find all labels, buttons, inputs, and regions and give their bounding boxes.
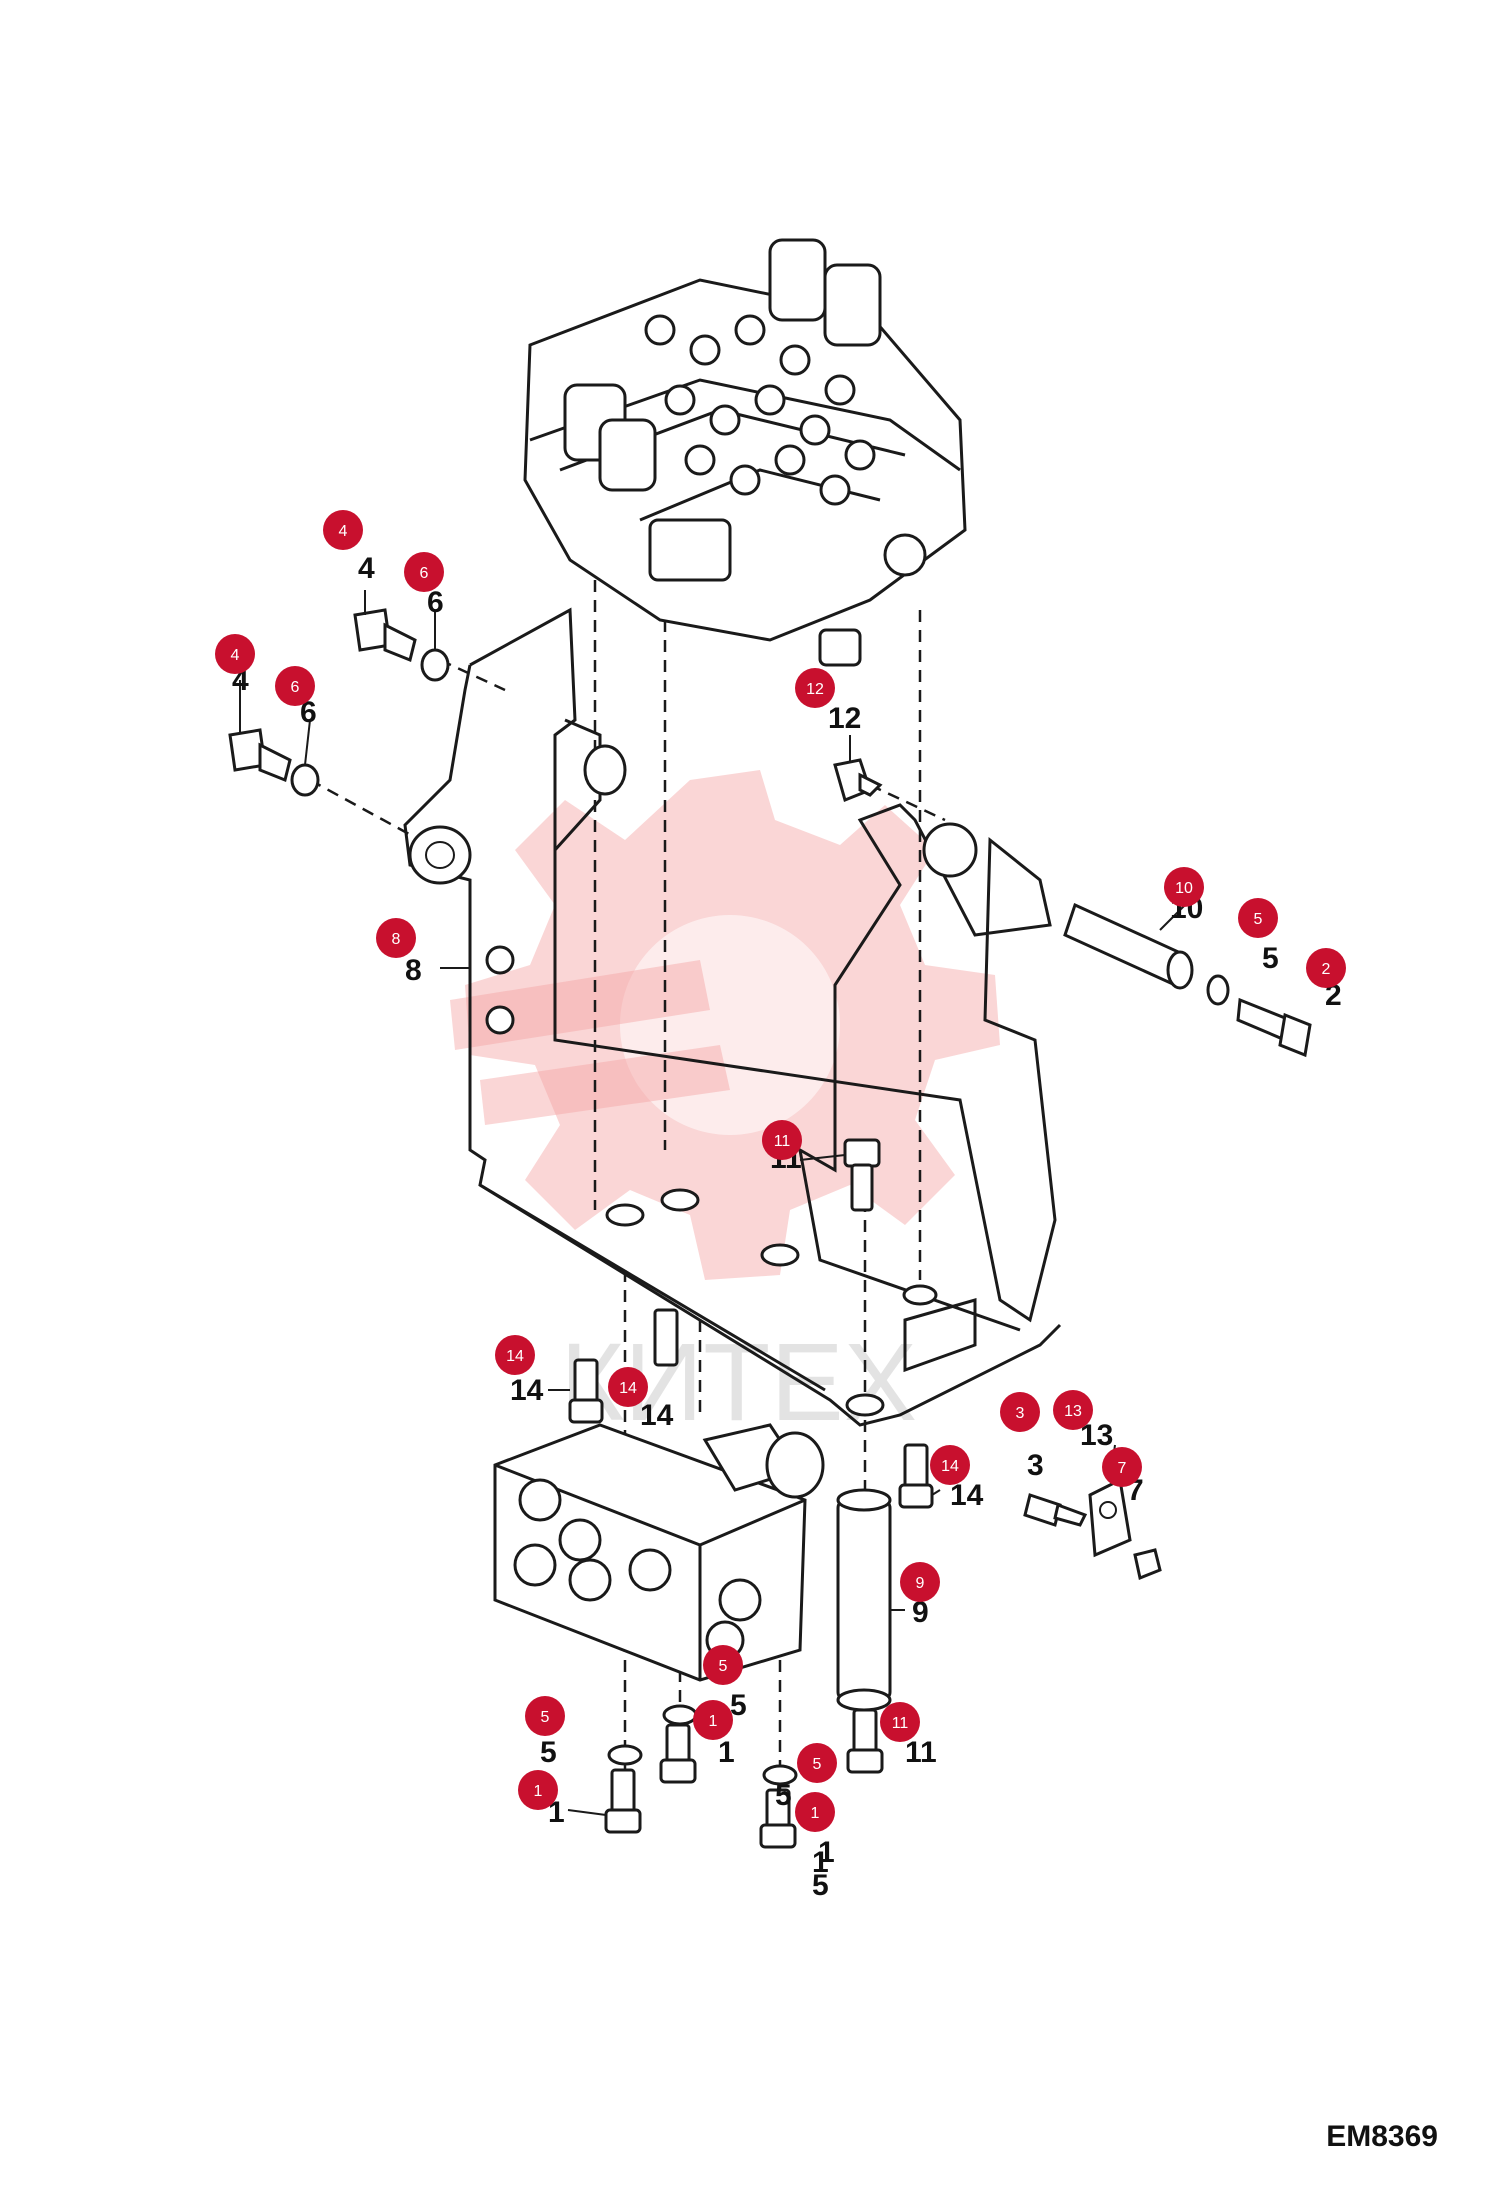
svg-text:11: 11 <box>774 1133 791 1150</box>
part-label: 5 <box>540 1736 557 1769</box>
bolt-11-bottom <box>846 1708 884 1774</box>
svg-text:14: 14 <box>506 1348 524 1365</box>
svg-text:8: 8 <box>392 931 401 948</box>
svg-text:6: 6 <box>291 679 300 696</box>
part-label: 14 <box>510 1374 544 1407</box>
svg-text:5: 5 <box>813 1756 822 1773</box>
callout-marker[interactable]: 14 <box>930 1445 970 1485</box>
svg-text:5: 5 <box>541 1709 550 1726</box>
bolt-1-b <box>659 1723 697 1784</box>
svg-text:12: 12 <box>806 681 824 698</box>
part-label: 12 <box>828 702 861 735</box>
callout-marker[interactable]: 13 <box>1053 1390 1093 1430</box>
washer-5-c <box>762 1764 798 1786</box>
svg-text:1: 1 <box>534 1783 543 1800</box>
svg-text:14: 14 <box>941 1458 959 1475</box>
callout-marker[interactable]: 7 <box>1102 1447 1142 1487</box>
svg-text:1: 1 <box>811 1805 820 1822</box>
callout-marker[interactable]: 11 <box>880 1702 920 1742</box>
callout-marker[interactable]: 14 <box>495 1335 535 1375</box>
callout-marker[interactable]: 5 <box>703 1645 743 1685</box>
bolt-4-lower <box>228 728 320 797</box>
part-label: 5 <box>812 1869 829 1902</box>
manifold-block <box>493 1423 825 1682</box>
part-label: 5 <box>730 1689 747 1722</box>
svg-text:4: 4 <box>339 523 348 540</box>
callout-marker[interactable]: 12 <box>795 668 835 708</box>
washer-5-b <box>662 1704 698 1726</box>
callout-marker[interactable]: 5 <box>1238 898 1278 938</box>
callouts: 4 6 4 6 12 10 5 2 8 11 14 14 3 13 7 14 9… <box>215 510 1346 1832</box>
callout-marker[interactable]: 1 <box>795 1792 835 1832</box>
svg-text:7: 7 <box>1118 1460 1127 1477</box>
part-label: 5 <box>1262 942 1279 975</box>
part-label: 6 <box>300 696 317 729</box>
callout-marker[interactable]: 1 <box>518 1770 558 1810</box>
callout-marker[interactable]: 1 <box>693 1700 733 1740</box>
bolt-11-top <box>843 1138 881 1212</box>
svg-text:5: 5 <box>719 1658 728 1675</box>
part-label: 1 <box>812 1846 829 1879</box>
part-label: 3 <box>1027 1449 1044 1482</box>
svg-text:2: 2 <box>1322 961 1331 978</box>
callout-marker[interactable]: 8 <box>376 918 416 958</box>
part-label: 1 <box>548 1796 565 1829</box>
drawing-reference-code: EM8369 <box>1326 2120 1438 2153</box>
part-label: 8 <box>405 954 422 987</box>
svg-text:9: 9 <box>916 1575 925 1592</box>
callout-marker[interactable]: 10 <box>1164 867 1204 907</box>
bolt-4-upper <box>353 608 450 682</box>
svg-text:11: 11 <box>892 1715 909 1732</box>
svg-text:6: 6 <box>420 565 429 582</box>
part-label: 9 <box>912 1596 929 1629</box>
bolt-1-c <box>759 1788 797 1849</box>
part-label: 4 <box>358 552 375 585</box>
callout-marker[interactable]: 6 <box>275 666 315 706</box>
washer-5-right <box>1206 974 1230 1006</box>
spacer-10 <box>1063 902 1194 990</box>
bolt-1-a <box>604 1768 642 1834</box>
part-labels: 4 6 4 6 12 10 5 2 8 11 14 14 3 13 7 14 9… <box>232 552 1342 1902</box>
callout-marker[interactable]: 3 <box>1000 1392 1040 1432</box>
callout-marker[interactable]: 4 <box>215 634 255 674</box>
callout-marker[interactable]: 4 <box>323 510 363 550</box>
callout-marker[interactable]: 6 <box>404 552 444 592</box>
part-label: 6 <box>427 586 444 619</box>
control-valve-block <box>523 238 967 667</box>
callout-marker[interactable]: 11 <box>762 1120 802 1160</box>
part-label: 11 <box>905 1736 937 1769</box>
bolt-14-left <box>568 1358 604 1424</box>
washer-5-a <box>607 1744 643 1766</box>
svg-text:10: 10 <box>1175 880 1193 897</box>
bolt-3 <box>1023 1493 1088 1527</box>
bolt-14-right <box>898 1443 934 1509</box>
callout-marker[interactable]: 5 <box>525 1696 565 1736</box>
callout-marker[interactable]: 9 <box>900 1562 940 1602</box>
clamp-13 <box>1088 1477 1132 1558</box>
callout-marker[interactable]: 5 <box>797 1743 837 1783</box>
svg-text:5: 5 <box>1254 911 1263 928</box>
bolt-2 <box>1236 997 1312 1058</box>
mounting-bracket <box>403 607 1062 1427</box>
svg-text:3: 3 <box>1016 1405 1025 1422</box>
part-label: 1 <box>818 1836 835 1869</box>
spacer-9 <box>836 1488 892 1712</box>
svg-text:13: 13 <box>1064 1403 1082 1420</box>
watermark: КИТЕХ <box>450 770 1000 1444</box>
assembly-lines <box>309 560 946 1790</box>
leader-lines <box>239 590 1186 1816</box>
svg-text:4: 4 <box>231 647 240 664</box>
callout-marker[interactable]: 14 <box>608 1367 648 1407</box>
svg-text:14: 14 <box>619 1380 637 1397</box>
svg-text:1: 1 <box>709 1713 718 1730</box>
nut-7 <box>1133 1548 1162 1581</box>
part-label: 14 <box>640 1399 674 1432</box>
bolt-14-mid <box>653 1308 679 1367</box>
callout-marker[interactable]: 2 <box>1306 948 1346 988</box>
bolt-12 <box>833 758 883 803</box>
part-label: 5 <box>775 1779 792 1812</box>
part-label: 14 <box>950 1479 984 1512</box>
part-label: 1 <box>718 1736 735 1769</box>
